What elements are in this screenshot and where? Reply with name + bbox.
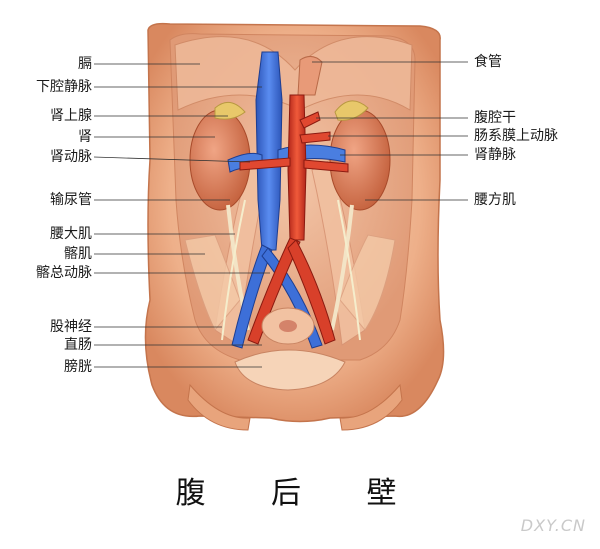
common-iliac-right — [287, 239, 336, 345]
label-renal-artery: 肾动脉 — [50, 149, 92, 165]
label-inferior-vena-cava: 下腔静脉 — [36, 79, 92, 95]
label-rectum: 直肠 — [64, 337, 92, 353]
figure-caption: 腹 后 壁 — [175, 476, 425, 511]
thigh-right — [339, 383, 403, 431]
label-renal-vein: 肾静脉 — [474, 147, 516, 163]
label-ureter: 输尿管 — [50, 192, 92, 208]
common-iliac-left — [247, 237, 301, 345]
celiac-trunk — [299, 111, 321, 129]
label-celiac-trunk: 腹腔干 — [474, 110, 516, 126]
superior-mesenteric-artery — [299, 131, 331, 144]
aorta — [287, 94, 307, 241]
leader-lines-left — [93, 63, 270, 368]
adrenal-right — [334, 100, 369, 121]
label-adrenal-gland: 肾上腺 — [50, 108, 92, 124]
label-common-iliac-artery: 髂总动脉 — [36, 265, 92, 281]
renal-artery-right — [303, 159, 349, 173]
esophagus — [297, 56, 323, 96]
rectum-lumen — [279, 320, 297, 332]
ureter-right — [330, 204, 354, 331]
label-iliacus: 髂肌 — [64, 246, 92, 262]
label-quadratus-lumborum: 腰方肌 — [474, 192, 516, 208]
leader-lines-right — [312, 61, 468, 201]
label-femoral-nerve: 股神经 — [50, 319, 92, 335]
renal-artery-left — [239, 157, 291, 171]
femoral-nerve-left — [221, 199, 246, 341]
diaphragm — [174, 36, 413, 111]
thigh-left — [187, 383, 251, 431]
iliacus-right — [339, 234, 396, 331]
label-diaphragm: 膈 — [78, 56, 92, 72]
femoral-nerve-right — [337, 199, 361, 341]
adrenal-left — [214, 101, 246, 120]
label-kidney: 肾 — [78, 129, 92, 145]
watermark: DXY.CN — [520, 516, 586, 535]
label-psoas-major: 腰大肌 — [50, 226, 92, 242]
bladder — [234, 349, 346, 391]
label-esophagus: 食管 — [474, 54, 502, 70]
inferior-vena-cava — [255, 51, 283, 251]
label-superior-mesenteric-artery: 肠系膜上动脉 — [474, 128, 558, 144]
iliac-vein-left — [231, 244, 273, 349]
label-bladder: 膀胱 — [64, 359, 92, 375]
